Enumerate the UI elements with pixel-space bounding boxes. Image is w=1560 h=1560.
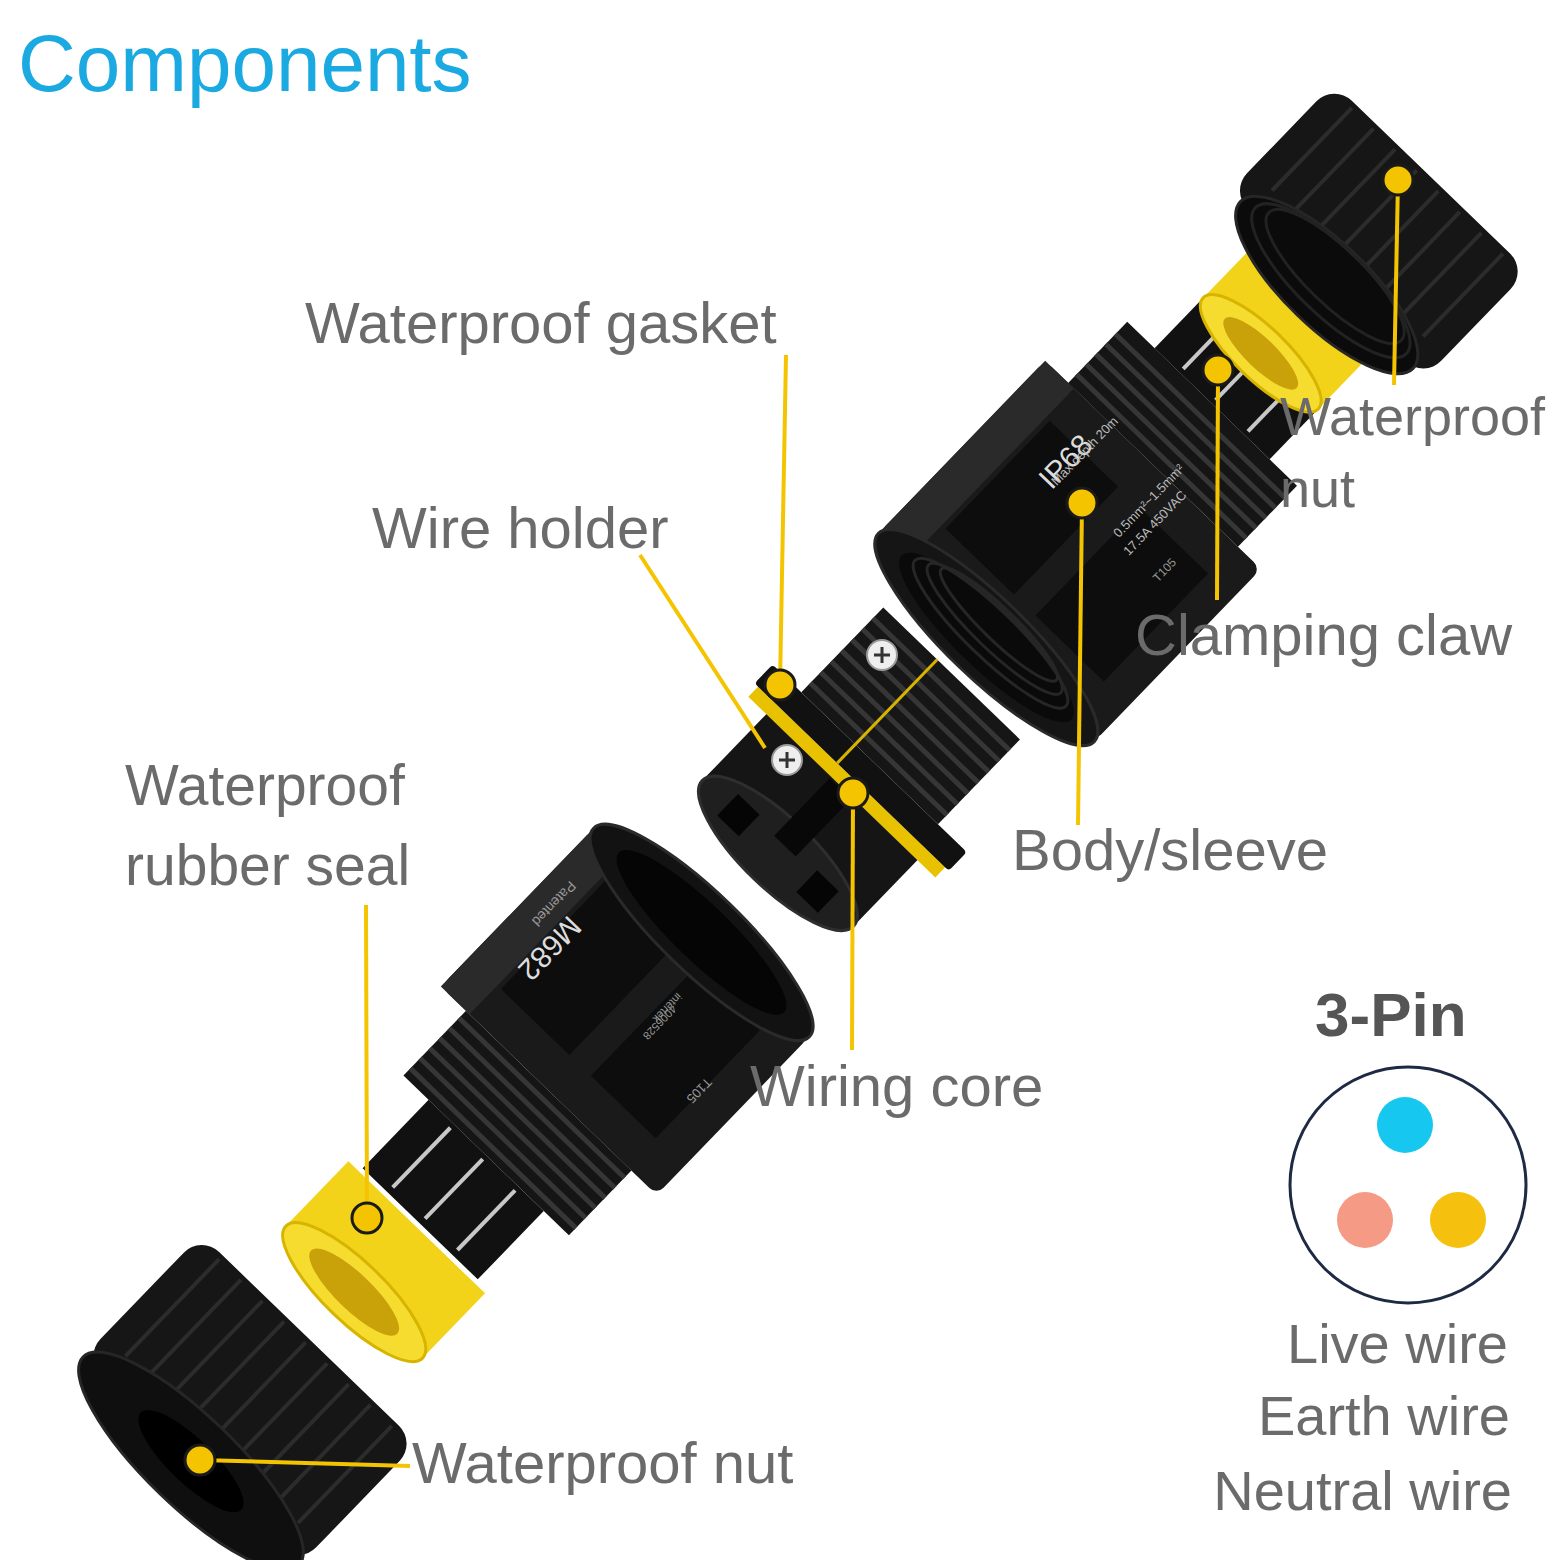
part-label: Body/sleeve — [1012, 812, 1328, 887]
leader-dots — [185, 165, 1413, 1475]
inner-thread — [898, 540, 1085, 723]
seal-hole — [1214, 308, 1307, 399]
part-label: Waterproof nut — [1280, 380, 1560, 524]
sleeve-opening — [881, 534, 1092, 741]
screw-head — [772, 745, 802, 775]
inner-thread — [1232, 183, 1430, 378]
part-label: Wiring core — [750, 1048, 1043, 1123]
part-label: Waterproof nut — [412, 1425, 793, 1500]
seal-hole — [299, 1237, 410, 1346]
title: Components — [18, 12, 472, 116]
legend-label: Live wire — [1287, 1308, 1508, 1381]
screw-head — [867, 640, 897, 670]
part-label: Waterproof gasket — [305, 285, 777, 360]
legend-label: Neutral wire — [1213, 1455, 1512, 1528]
nut-opening — [1211, 171, 1442, 398]
exploded-connector — [52, 73, 1539, 1560]
legend-heading: 3-Pin — [1315, 975, 1467, 1056]
part-label: Waterproof rubber seal — [125, 745, 465, 905]
gasket-strip — [837, 660, 937, 764]
part-label: Clamping claw — [1135, 597, 1512, 672]
wire-slot — [717, 794, 759, 836]
pin-diagram — [1290, 1067, 1526, 1303]
wire-slot — [796, 870, 838, 912]
legend-label: Earth wire — [1258, 1380, 1510, 1453]
nut-face — [52, 1325, 330, 1560]
leader-lines — [200, 180, 1398, 1466]
legend-swatch — [1377, 1097, 1433, 1153]
part-label: Wire holder — [372, 490, 669, 565]
legend-swatches — [1337, 1097, 1486, 1248]
legend-swatch — [1430, 1192, 1486, 1248]
holder-face — [678, 755, 878, 951]
seal-face — [265, 1205, 443, 1380]
legend-swatch — [1337, 1192, 1393, 1248]
